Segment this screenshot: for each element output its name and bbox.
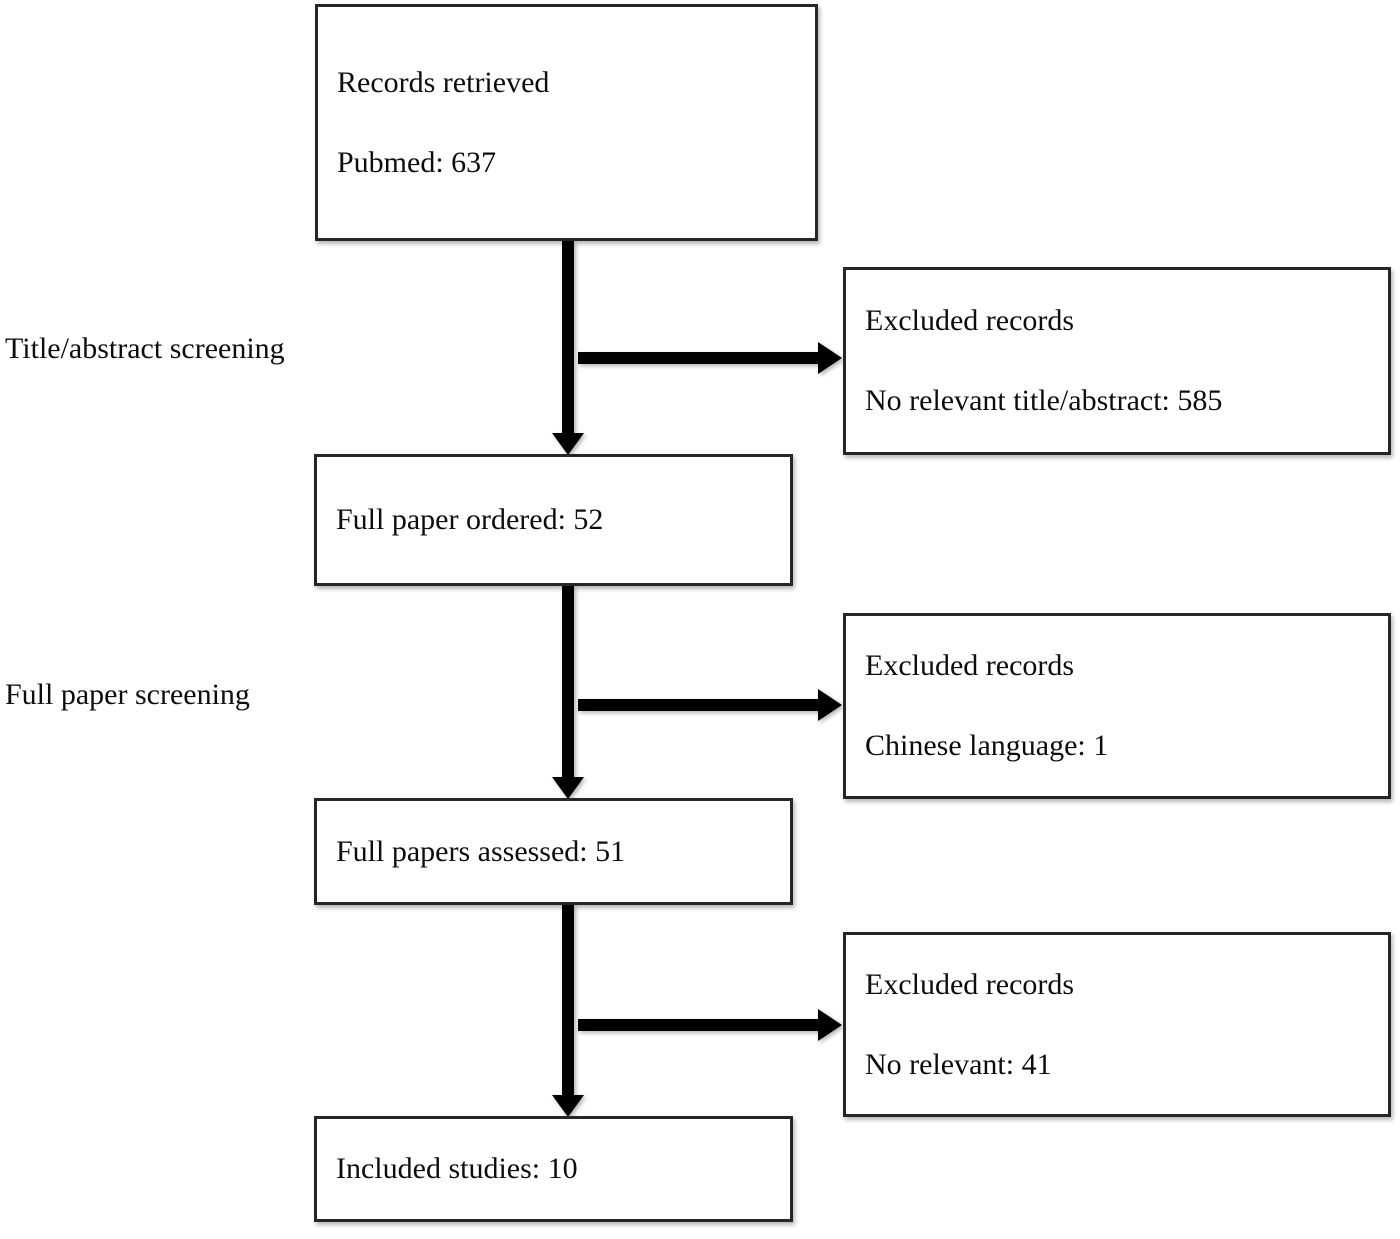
records-retrieved-count: Pubmed: 637 [337,145,497,179]
records-retrieved-title: Records retrieved [337,65,550,99]
stage-label-title-abstract-screening: Title/abstract screening [5,332,285,365]
arrow-right-head-icon [818,1009,842,1041]
full-papers-assessed-box: Full papers assessed: 51 [314,798,793,905]
arrow-down-ordered-to-assessed [552,586,584,799]
excluded-title: Excluded records [865,304,1075,337]
excluded-records-box-1: Excluded records No relevant title/abstr… [843,267,1391,455]
arrow-right-to-excluded-3 [578,1009,842,1041]
full-paper-ordered-text: Full paper ordered: 52 [336,503,604,536]
excluded-title: Excluded records [865,649,1075,682]
full-papers-assessed-text: Full papers assessed: 51 [336,834,626,868]
arrow-shaft [562,586,574,779]
arrow-shaft [562,241,574,435]
included-studies-text: Included studies: 10 [336,1152,578,1185]
arrow-down-head-icon [552,777,584,799]
arrow-right-head-icon [818,342,842,374]
excluded-reason: No relevant: 41 [865,1047,1052,1081]
excluded-reason: Chinese language: 1 [865,729,1109,762]
excluded-reason: No relevant title/abstract: 585 [865,384,1223,417]
arrow-right-to-excluded-2 [578,689,842,721]
arrow-down-assessed-to-included [552,905,584,1117]
arrow-down-head-icon [552,1095,584,1117]
included-studies-box: Included studies: 10 [314,1116,793,1222]
excluded-title: Excluded records [865,967,1075,1001]
arrow-down-head-icon [552,433,584,455]
excluded-records-box-3: Excluded records No relevant: 41 [843,932,1391,1117]
full-paper-ordered-box: Full paper ordered: 52 [314,454,793,586]
arrow-right-to-excluded-1 [578,342,842,374]
arrow-shaft [578,1019,820,1031]
stage-label-full-paper-screening: Full paper screening [5,678,250,711]
records-retrieved-box: Records retrieved Pubmed: 637 [315,4,818,241]
arrow-shaft [578,352,820,364]
arrow-shaft [562,905,574,1097]
excluded-records-box-2: Excluded records Chinese language: 1 [843,613,1391,799]
arrow-right-head-icon [818,689,842,721]
arrow-down-records-to-ordered [552,241,584,455]
arrow-shaft [578,699,820,711]
